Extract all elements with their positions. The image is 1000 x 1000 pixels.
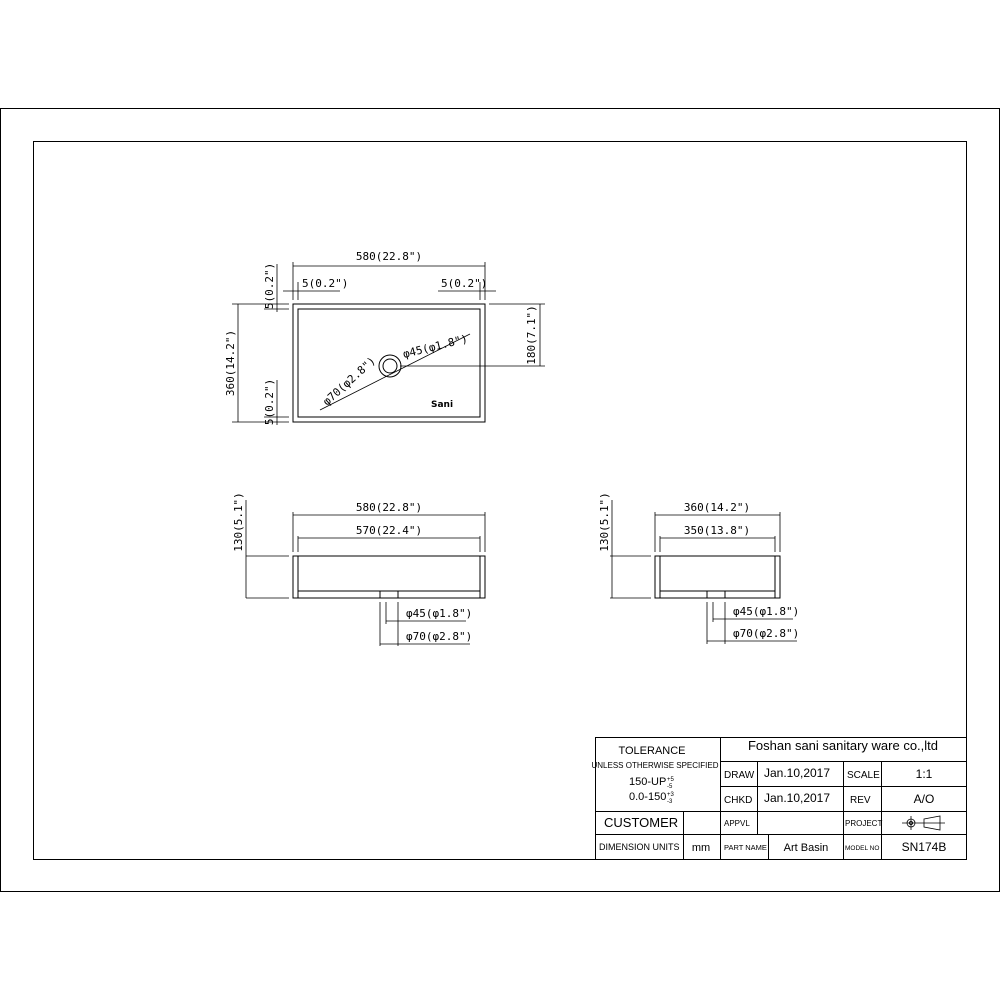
basin-inner-top <box>297 308 481 418</box>
tolerance-2-range: 0.0-150 <box>629 791 666 803</box>
front-inner-width-label: 570(22.4") <box>356 524 422 537</box>
title-block: TOLERANCE UNLESS OTHERWISE SPECIFIED 150… <box>592 737 967 860</box>
top-right-rim-label: 5(0.2") <box>441 277 487 290</box>
top-drain-inner-label: φ45(φ1.8") <box>402 332 469 361</box>
side-view: 360(14.2") 350(13.8") 130(5.1") φ45(φ1.8… <box>598 492 799 644</box>
dimension-units-value: mm <box>692 842 710 854</box>
dimension-units-label: DIMENSION UNITS <box>599 842 680 852</box>
projection-symbol-icon <box>902 815 945 831</box>
rev-label: REV <box>850 795 871 806</box>
part-name-value: Art Basin <box>784 842 829 854</box>
rev-value: A/O <box>914 792 935 806</box>
front-view: 580(22.8") 570(22.4") 130(5.1") φ45(φ1.8… <box>232 492 486 646</box>
tolerance-1-range: 150-UP <box>629 776 666 788</box>
side-drain-outer-label: φ70(φ2.8") <box>733 627 799 640</box>
appvl-label: APPVL <box>724 819 750 828</box>
unless-specified-note: UNLESS OTHERWISE SPECIFIED <box>592 761 719 770</box>
side-height-label: 130(5.1") <box>598 492 611 552</box>
draw-label: DRAW <box>724 770 755 781</box>
basin-outline-side <box>654 555 781 599</box>
brand-logo: Sani <box>431 400 453 410</box>
project-label: PROJECT <box>845 819 882 828</box>
tolerance-heading: TOLERANCE <box>618 745 685 757</box>
drawing-frame <box>33 141 967 860</box>
top-left-rim-label: 5(0.2") <box>302 277 348 290</box>
side-drain-inner-label: φ45(φ1.8") <box>733 605 799 618</box>
model-no-label: MODEL NO <box>845 845 879 852</box>
title-block-frame <box>595 737 967 860</box>
tolerance-2-upper: +3 <box>667 792 675 798</box>
front-outer-width-label: 580(22.8") <box>356 501 422 514</box>
tolerance-1-upper: +5 <box>667 777 675 783</box>
drain-outer-circle <box>378 354 402 378</box>
front-drain-outer-label: φ70(φ2.8") <box>406 630 472 643</box>
tolerance-1-lower: -5 <box>667 784 673 790</box>
scale-label: SCALE <box>847 770 880 781</box>
model-no-value: SN174B <box>902 840 947 854</box>
top-drain-offset-label: 180(7.1") <box>525 305 538 365</box>
part-name-label: PART NAME <box>724 843 767 852</box>
basin-outline-front <box>292 555 486 599</box>
draw-date: Jan.10,2017 <box>764 766 830 780</box>
drain-inner-circle <box>382 358 398 374</box>
basin-outline-top <box>292 303 486 423</box>
drain-leader-line <box>319 333 471 411</box>
scale-value: 1:1 <box>916 767 933 781</box>
front-drain-inner-label: φ45(φ1.8") <box>406 607 472 620</box>
side-inner-width-label: 350(13.8") <box>684 524 750 537</box>
top-drain-outer-label: φ70(φ2.8") <box>320 354 378 408</box>
front-height-label: 130(5.1") <box>232 492 245 552</box>
top-bottom-rim-label: 5(0.2") <box>263 379 276 425</box>
company-name: Foshan sani sanitary ware co.,ltd <box>748 738 938 753</box>
top-overall-width-label: 580(22.8") <box>356 250 422 263</box>
chkd-label: CHKD <box>724 795 752 806</box>
top-top-rim-label: 5(0.2") <box>263 263 276 309</box>
customer-label: CUSTOMER <box>604 815 678 830</box>
side-outer-width-label: 360(14.2") <box>684 501 750 514</box>
top-overall-depth-label: 360(14.2") <box>224 330 237 396</box>
chkd-date: Jan.10,2017 <box>764 791 830 805</box>
tolerance-2-lower: -3 <box>667 799 673 805</box>
top-view: 580(22.8") 5(0.2") 5(0.2") 360(14.2") 5(… <box>224 250 545 425</box>
